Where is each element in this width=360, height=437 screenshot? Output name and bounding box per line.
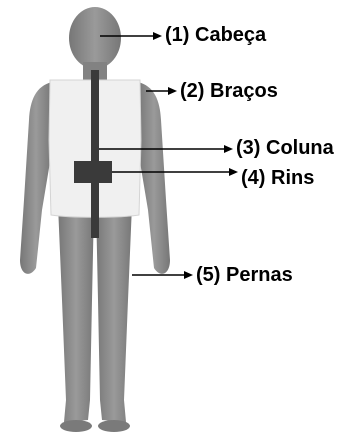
label-kidneys: (4) Rins bbox=[241, 167, 314, 189]
spine-bar bbox=[91, 70, 99, 238]
label-head: (1) Cabeça bbox=[165, 24, 266, 46]
right-leg-shape bbox=[96, 205, 132, 422]
right-arm-shape bbox=[138, 82, 170, 274]
label-legs: (5) Pernas bbox=[196, 264, 293, 286]
right-foot-shape bbox=[98, 420, 130, 432]
label-arms: (2) Braços bbox=[180, 80, 278, 102]
left-leg-shape bbox=[58, 205, 94, 422]
head-shape bbox=[69, 7, 121, 69]
left-arm-shape bbox=[20, 82, 52, 274]
kidney-belt bbox=[74, 161, 112, 183]
label-spine: (3) Coluna bbox=[236, 137, 334, 159]
left-foot-shape bbox=[60, 420, 92, 432]
